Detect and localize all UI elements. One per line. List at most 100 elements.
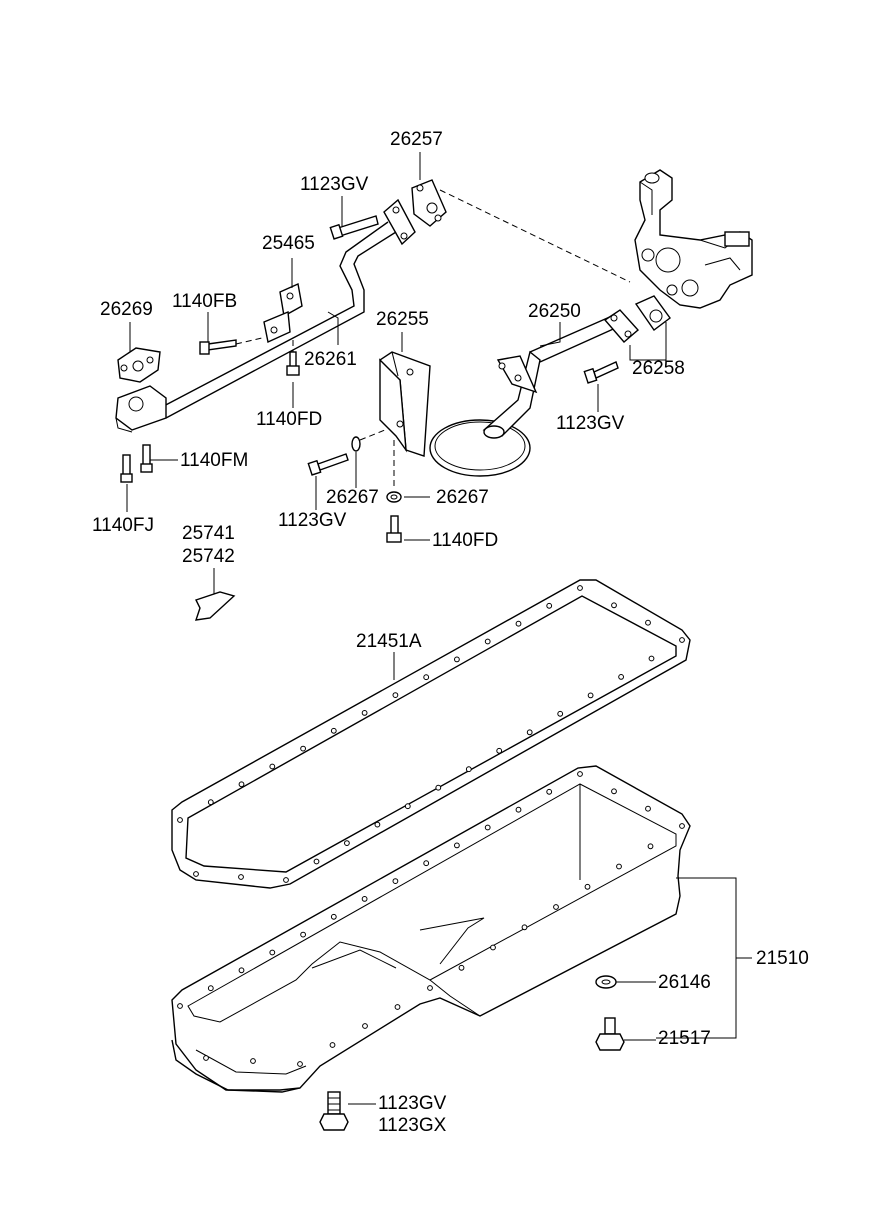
bolt-hole [394, 1004, 401, 1010]
label-26257: 26257 [390, 129, 443, 150]
bolt-1140fd-upper [286, 340, 300, 376]
oil-pan-21510-holes [177, 771, 685, 1067]
drain-plug-21517 [595, 1017, 625, 1051]
oil-pipe-26261 [115, 198, 416, 433]
bolt-hole [577, 585, 583, 591]
bolt-hole [647, 843, 654, 850]
bolt-1140fd-lower [386, 440, 402, 543]
bolt-1140fb [199, 337, 263, 355]
bolt-hole [546, 602, 553, 609]
bolt-hole [526, 729, 533, 736]
bolt-hole [521, 924, 528, 931]
bolt-hole [329, 1042, 336, 1048]
bolt-hole [361, 710, 368, 716]
bolt-hole [392, 878, 399, 884]
bolt-1123gv-right [583, 361, 619, 384]
label-25465: 25465 [262, 233, 315, 254]
bolt-hole [496, 747, 503, 754]
label-21510: 21510 [756, 948, 809, 969]
bolt-hole [465, 766, 472, 773]
label-1140fd-lower: 1140FD [432, 530, 499, 551]
bolt-hole [207, 985, 214, 992]
bolt-hole [427, 985, 433, 991]
bolt-hole [546, 788, 553, 795]
label-1123gx: 1123GX [378, 1115, 447, 1136]
label-1140fb: 1140FB [172, 291, 238, 312]
label-1123gv-mid: 1123GV [278, 510, 347, 531]
bolt-hole [238, 781, 245, 788]
bolt-hole [330, 913, 337, 920]
oil-strainer-26250 [429, 309, 640, 477]
label-26146: 26146 [658, 972, 711, 993]
label-1123gv-right: 1123GV [556, 413, 625, 434]
bolt-hole [484, 824, 491, 831]
label-26255: 26255 [376, 309, 429, 330]
bolt-hole [250, 1058, 256, 1064]
label-26261: 26261 [304, 349, 357, 370]
bolt-1123gv-upper [329, 215, 379, 240]
label-26250: 26250 [528, 301, 581, 322]
bolt-hole [679, 823, 685, 829]
bolt-hole [616, 863, 622, 870]
bolt-hole [330, 727, 337, 734]
bolt-hole [458, 964, 465, 971]
washer-26267-left [351, 436, 361, 452]
bolt-hole [269, 949, 276, 956]
bolt-hole [618, 674, 624, 680]
bolt-hole [611, 602, 617, 609]
oil-pan-21510 [171, 765, 691, 1093]
gasket-21451a-holes [177, 585, 685, 883]
bolt-hole [435, 784, 442, 791]
bolt-hole [300, 745, 307, 752]
bracket-26255 [379, 351, 431, 457]
bracket-25465 [263, 282, 303, 344]
label-1140fd-upper: 1140FD [256, 409, 323, 430]
bolt-hole [297, 1061, 303, 1067]
bolt-hole [207, 799, 214, 806]
bolt-hole [203, 1055, 209, 1061]
bolt-hole [300, 931, 307, 938]
label-26269: 26269 [100, 299, 153, 320]
bolt-hole [490, 944, 496, 951]
bolt-1140fm [140, 444, 153, 473]
label-26258: 26258 [632, 358, 685, 379]
bolt-hole [557, 710, 564, 717]
washer-26146 [595, 975, 617, 989]
washer-26267-right [386, 491, 402, 503]
bolt-hole [645, 619, 651, 626]
bolt-hole [313, 858, 320, 865]
bolt-hole [404, 803, 411, 810]
bolt-hole [584, 883, 591, 890]
bolt-hole [515, 806, 522, 813]
bolt-hole [238, 967, 245, 974]
bolt-hole [374, 821, 381, 828]
bolt-hole [392, 692, 399, 698]
bolt-hole [515, 620, 522, 627]
label-25741: 25741 [182, 523, 235, 544]
gasket-26269 [117, 347, 161, 383]
gasket-21451a [171, 579, 691, 889]
bolt-hole [362, 1023, 368, 1029]
bolt-hole [484, 638, 491, 645]
bolt-1123gv-mid [307, 429, 386, 476]
bolt-1123gv-1123gx-bottom [319, 1091, 349, 1131]
bolt-hole [648, 655, 655, 662]
label-1140fm: 1140FM [180, 450, 249, 471]
bolt-hole [238, 874, 244, 880]
label-1140fj: 1140FJ [92, 515, 154, 536]
label-21517: 21517 [658, 1028, 711, 1049]
label-25742: 25742 [182, 546, 235, 567]
label-1123gv-upper: 1123GV [300, 174, 369, 195]
bolt-hole [269, 763, 276, 770]
bolt-1140fj [120, 454, 133, 483]
bolt-hole [645, 805, 651, 812]
bolt-hole [344, 840, 350, 846]
bolt-hole [283, 877, 289, 883]
bolt-hole [423, 674, 430, 681]
bolt-hole [454, 842, 460, 849]
bolt-hole [553, 904, 559, 910]
bolt-hole [577, 771, 583, 777]
label-26267-left: 26267 [326, 487, 379, 508]
bolt-hole [679, 637, 685, 643]
